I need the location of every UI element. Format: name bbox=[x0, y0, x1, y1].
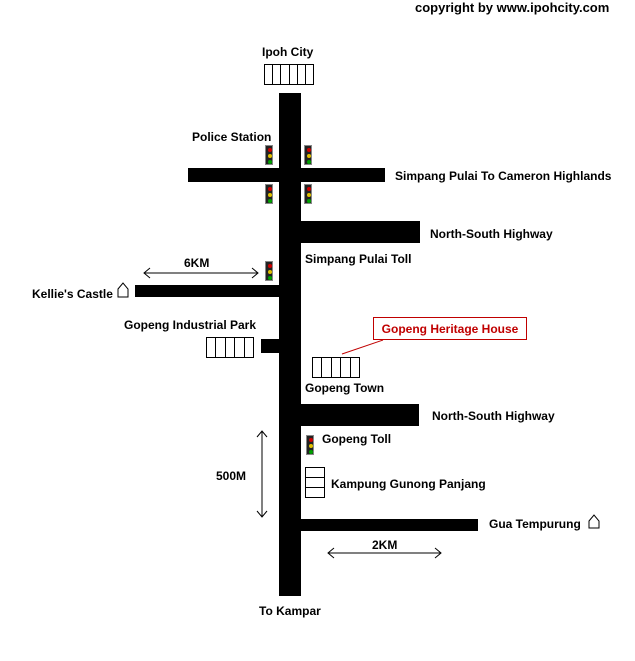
main-road bbox=[279, 93, 301, 596]
label-simpang-pulai-cameron: Simpang Pulai To Cameron Highlands bbox=[395, 169, 612, 183]
label-kellies-castle: Kellie's Castle bbox=[32, 287, 113, 301]
traffic-light-icon bbox=[265, 261, 273, 281]
distance-arrow-6km bbox=[143, 267, 259, 279]
label-gopeng-industrial-park: Gopeng Industrial Park bbox=[124, 318, 257, 332]
road-kellies-castle bbox=[135, 285, 280, 297]
road-gopeng-industrial-park bbox=[261, 339, 280, 353]
callout-leader bbox=[341, 339, 384, 355]
road-north-south-highway-1 bbox=[300, 221, 420, 243]
traffic-light-icon bbox=[304, 184, 312, 204]
label-distance-2km: 2KM bbox=[372, 538, 398, 552]
gopeng-heritage-house-callout: Gopeng Heritage House bbox=[373, 317, 527, 340]
house-icon-gua-tempurung bbox=[588, 514, 600, 529]
building-icon-ipoh-city bbox=[264, 64, 314, 85]
label-north-south-highway-1: North-South Highway bbox=[430, 227, 553, 241]
label-simpang-pulai-toll: Simpang Pulai Toll bbox=[305, 252, 412, 266]
label-gopeng-toll: Gopeng Toll bbox=[322, 432, 392, 446]
distance-arrow-500m bbox=[256, 430, 268, 518]
road-cameron-highlands bbox=[188, 168, 385, 182]
traffic-light-icon bbox=[306, 435, 314, 455]
label-ipoh-city: Ipoh City bbox=[262, 45, 314, 59]
label-gua-tempurung: Gua Tempurung bbox=[489, 517, 581, 531]
traffic-light-icon bbox=[304, 145, 312, 165]
label-distance-500m: 500M bbox=[216, 469, 247, 483]
distance-arrow-2km bbox=[327, 547, 442, 559]
road-north-south-highway-2 bbox=[300, 404, 419, 426]
label-north-south-highway-2: North-South Highway bbox=[432, 409, 555, 423]
label-distance-6km: 6KM bbox=[184, 256, 210, 270]
label-kampung-gunong-panjang: Kampung Gunong Panjang bbox=[331, 477, 486, 491]
label-police-station: Police Station bbox=[192, 130, 272, 144]
house-icon-kellies-castle bbox=[117, 282, 129, 298]
traffic-light-icon bbox=[265, 184, 273, 204]
building-icon-gopeng-town bbox=[312, 357, 360, 378]
building-icon-kampung-gunong-panjang bbox=[305, 467, 325, 498]
traffic-light-icon bbox=[265, 145, 273, 165]
copyright-text: copyright by www.ipohcity.com bbox=[415, 0, 610, 15]
label-to-kampar: To Kampar bbox=[259, 604, 321, 618]
building-icon-gopeng-industrial-park bbox=[206, 337, 254, 358]
road-gua-tempurung bbox=[300, 519, 478, 531]
label-gopeng-town: Gopeng Town bbox=[305, 381, 385, 395]
